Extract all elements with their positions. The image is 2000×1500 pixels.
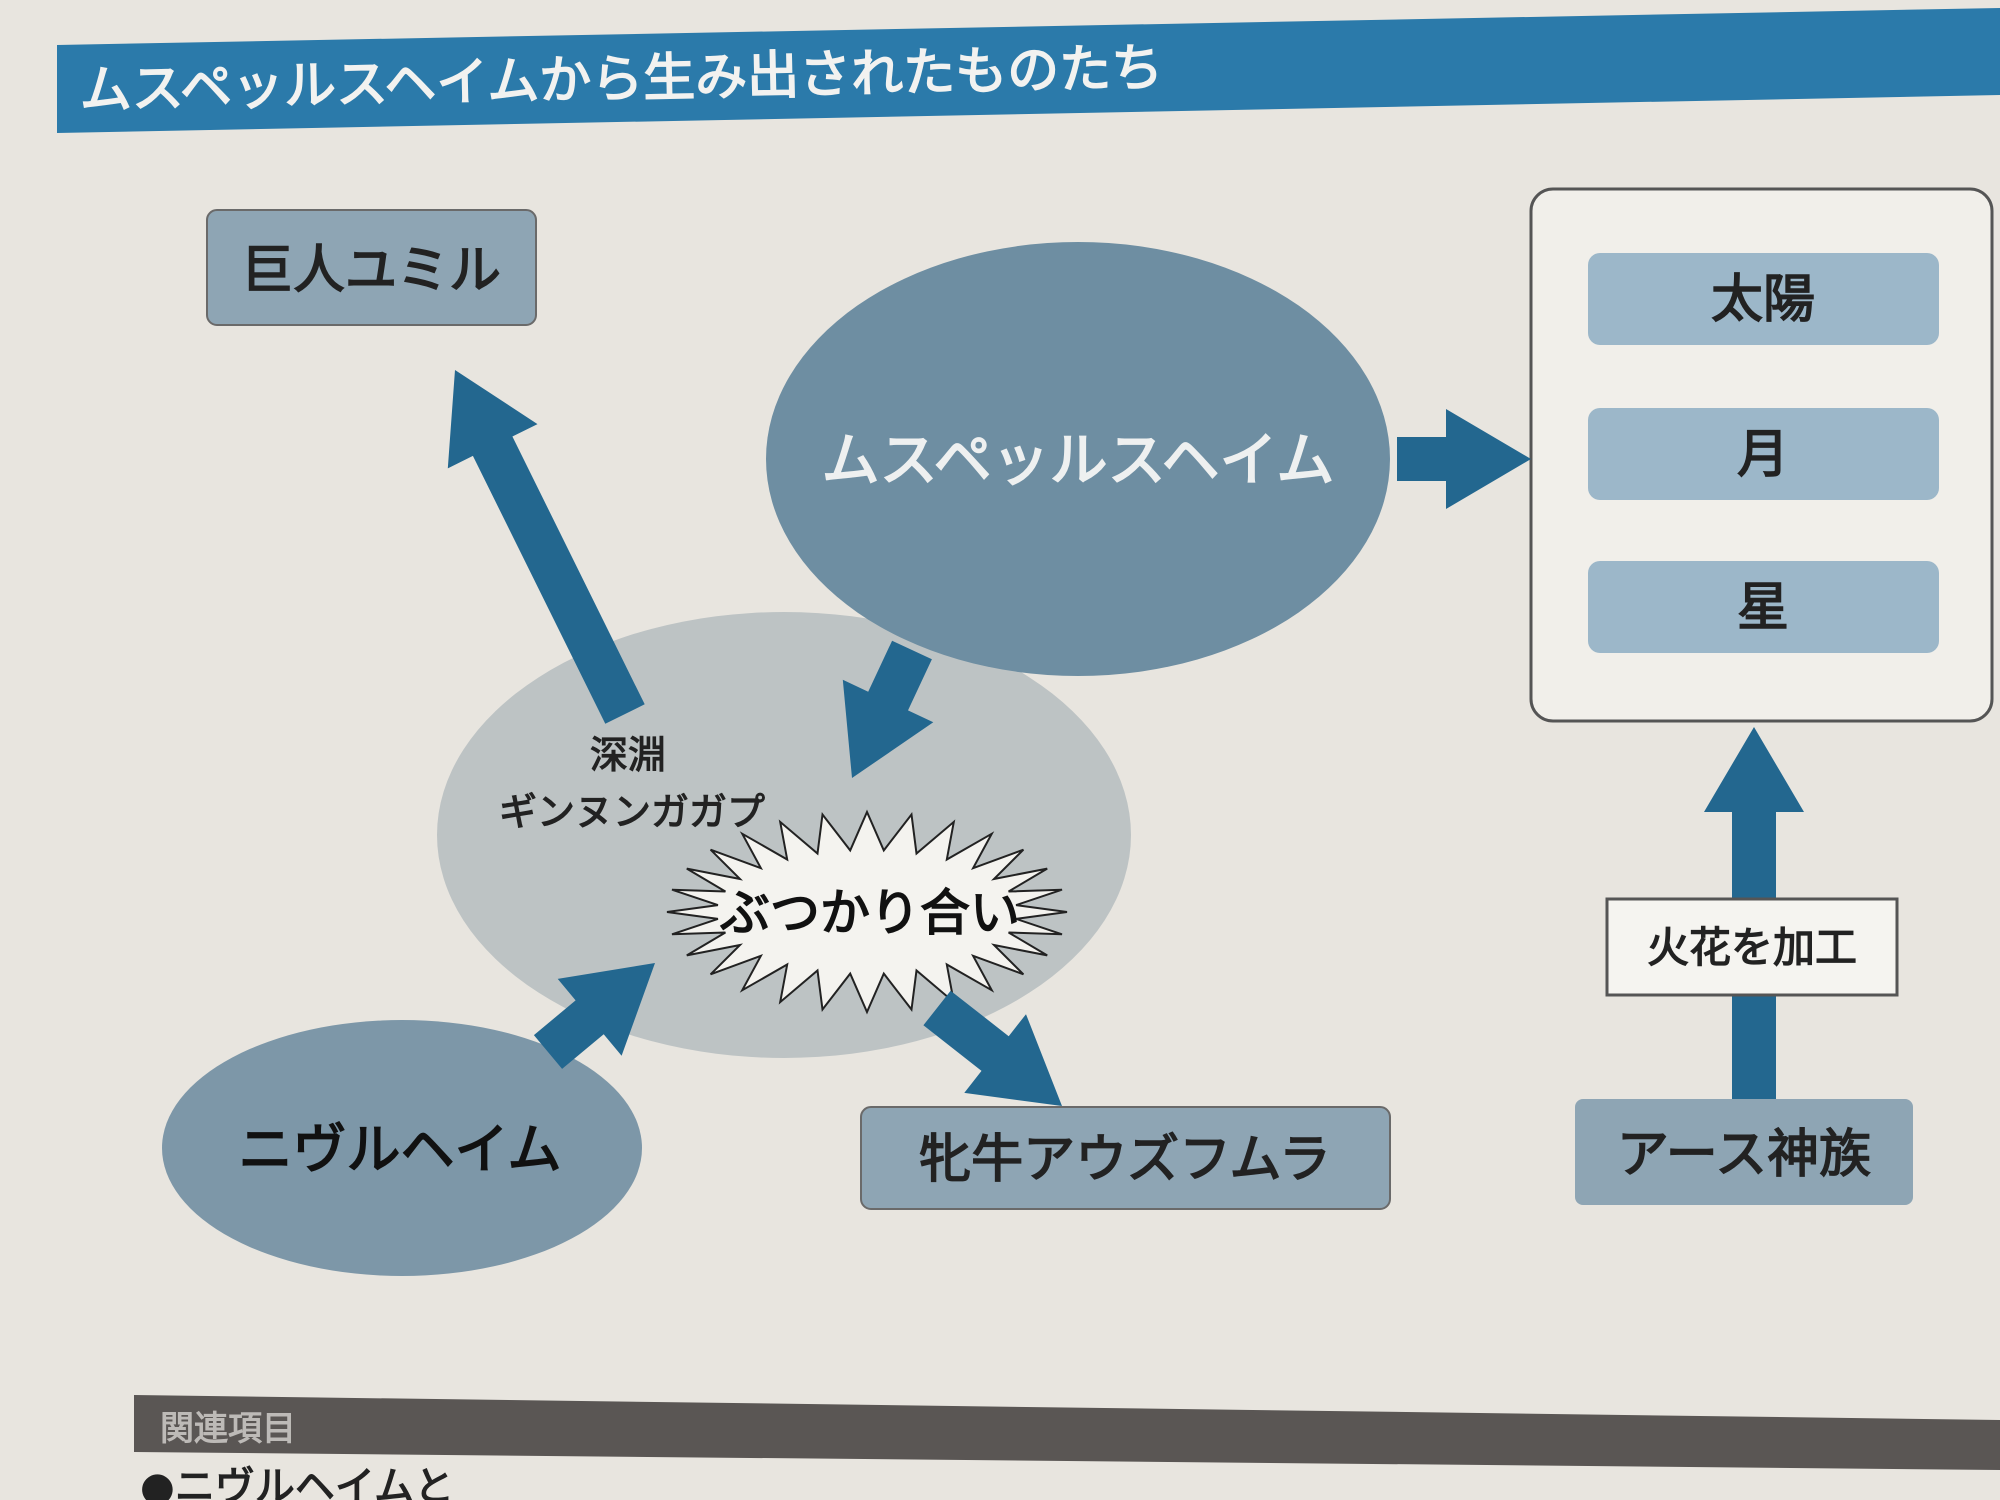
ymir-label: 巨人ユミル <box>241 241 501 301</box>
niflheim-label: ニヴルヘイム <box>239 1118 562 1181</box>
celestial-item-label: 星 <box>1737 578 1789 638</box>
celestial-item-box <box>1588 561 1939 653</box>
clash-starburst <box>666 809 1068 1015</box>
header-bar <box>57 8 2000 133</box>
clash-label: ぶつかり合い <box>719 884 1020 942</box>
footer-bullet-text: ●ニヴルヘイムと <box>140 1464 454 1500</box>
celestial-item-box <box>1588 408 1939 500</box>
arrow-muspelheim-to-celestial <box>1397 409 1531 509</box>
arrow-niflheim-to-clash <box>533 963 655 1069</box>
aesir-label: アース神族 <box>1617 1125 1871 1185</box>
spark-process-label: 火花を加工 <box>1647 923 1857 972</box>
celestial-item-box <box>1588 253 1939 345</box>
celestial-item-label: 月 <box>1737 425 1789 485</box>
celestial-item-label: 太陽 <box>1711 270 1815 330</box>
spark-process-box <box>1605 897 1899 997</box>
niflheim-ellipse <box>162 1020 642 1276</box>
arrow-abyss-to-ymir <box>447 370 645 724</box>
arrow-clash-to-cow <box>923 990 1062 1106</box>
arrow-muspelheim-to-abyss <box>842 640 934 778</box>
cow-box <box>860 1106 1391 1210</box>
abyss-label-line1: 深淵 <box>590 733 666 777</box>
cow-label: 牝牛アウズフムラ <box>919 1130 1331 1190</box>
muspelheim-ellipse <box>766 242 1390 676</box>
muspelheim-label: ムスペッルスヘイム <box>822 426 1335 494</box>
footer-bar <box>134 1395 2000 1470</box>
aesir-box <box>1575 1099 1913 1205</box>
ymir-box <box>206 209 537 326</box>
footer-label: 関連項目 <box>160 1409 296 1449</box>
abyss-label-line2: ギンヌンガガプ <box>499 790 765 834</box>
